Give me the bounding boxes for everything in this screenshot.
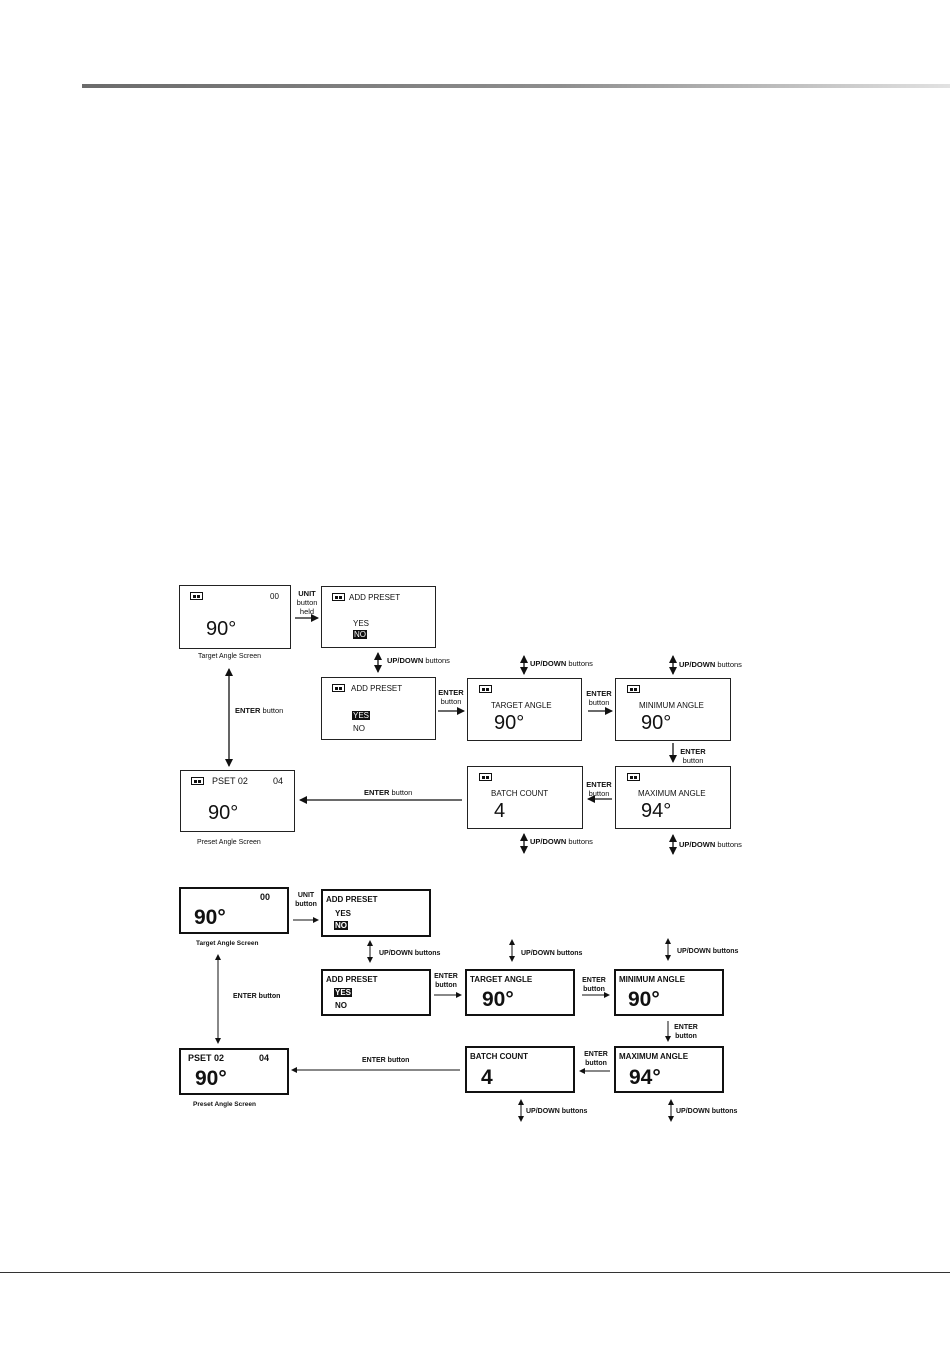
minimum-angle-title: MINIMUM ANGLE <box>619 975 685 984</box>
count-value: 00 <box>260 892 271 902</box>
updown-label-3: UP/DOWN buttons <box>679 660 742 669</box>
battery-icon <box>191 777 204 785</box>
updown-label-1: UP/DOWN buttons <box>387 656 450 665</box>
target-angle-screen: 00 90° <box>179 585 291 649</box>
batch-count-value: 4 <box>481 1066 493 1089</box>
maximum-angle-value: 94° <box>641 800 672 822</box>
count-value: 00 <box>270 592 279 601</box>
preset-count: 04 <box>273 776 284 786</box>
batch-count-title: BATCH COUNT <box>491 789 549 798</box>
add-preset-title: ADD PRESET <box>349 593 401 602</box>
batch-count-screen: BATCH COUNT 4 <box>467 766 583 829</box>
battery-icon <box>479 685 492 693</box>
preset-name: PSET 02 <box>212 776 248 786</box>
maximum-angle-screen: MAXIMUM ANGLE 94° <box>615 766 731 829</box>
enter-button-label-vertical: ENTER button <box>233 993 281 1000</box>
add-preset-screen-no: ADD PRESET YES NO <box>321 889 431 937</box>
battery-icon <box>332 684 345 692</box>
updown-label-3: UP/DOWN buttons <box>677 948 739 955</box>
batch-count-value: 4 <box>494 800 506 822</box>
maximum-angle-title: MAXIMUM ANGLE <box>619 1052 689 1061</box>
option-yes-selected: YES <box>334 988 353 997</box>
add-preset-title: ADD PRESET <box>351 684 403 693</box>
minimum-angle-screen: MINIMUM ANGLE 90° <box>615 678 731 741</box>
updown-label-2: UP/DOWN buttons <box>530 659 593 668</box>
minimum-angle-value: 90° <box>641 712 672 734</box>
option-no: NO <box>335 1001 347 1010</box>
angle-value: 90° <box>194 906 226 929</box>
unit-button-label: UNIT button <box>295 892 317 908</box>
option-no-selected: NO <box>334 921 348 930</box>
target-angle-value: 90° <box>482 988 514 1011</box>
option-yes-selected: YES <box>352 711 371 720</box>
maximum-angle-title: MAXIMUM ANGLE <box>638 789 706 798</box>
header-rule <box>82 84 950 88</box>
batch-count-title: BATCH COUNT <box>470 1052 529 1061</box>
add-preset-screen-no: ADD PRESET YES NO <box>321 586 436 648</box>
enter-button-label-horizontal: ENTER button <box>364 788 413 797</box>
minimum-angle-screen: MINIMUM ANGLE 90° <box>614 969 724 1016</box>
updown-label-1: UP/DOWN buttons <box>379 950 441 957</box>
add-preset-screen-yes: ADD PRESET YES NO <box>321 969 431 1016</box>
option-yes: YES <box>353 619 370 628</box>
batch-count-screen: BATCH COUNT 4 <box>465 1046 575 1093</box>
preset-count: 04 <box>259 1053 270 1063</box>
minimum-angle-title: MINIMUM ANGLE <box>639 701 704 710</box>
enter-button-label-horizontal: ENTER button <box>362 1057 410 1064</box>
target-angle-value: 90° <box>494 712 525 734</box>
option-yes: YES <box>335 909 352 918</box>
maximum-angle-value: 94° <box>629 1066 661 1089</box>
target-angle-screen: 00 90° <box>179 887 289 934</box>
minimum-angle-value: 90° <box>628 988 660 1011</box>
preset-angle-caption: Preset Angle Screen <box>197 839 261 846</box>
preset-angle-caption: Preset Angle Screen <box>193 1101 256 1108</box>
target-angle-setting-screen: TARGET ANGLE 90° <box>465 969 575 1016</box>
updown-label-5: UP/DOWN buttons <box>679 840 742 849</box>
target-angle-caption: Target Angle Screen <box>196 940 259 947</box>
updown-label-5: UP/DOWN buttons <box>676 1108 738 1115</box>
angle-value: 90° <box>206 618 237 640</box>
enter-button-label-vertical: ENTER button <box>235 706 284 715</box>
add-preset-screen-yes: ADD PRESET YES NO <box>321 677 436 740</box>
add-preset-title: ADD PRESET <box>326 975 378 984</box>
add-preset-title: ADD PRESET <box>326 895 378 904</box>
target-angle-title: TARGET ANGLE <box>470 975 533 984</box>
updown-label-4: UP/DOWN buttons <box>530 837 593 846</box>
battery-icon <box>332 593 345 601</box>
maximum-angle-screen: MAXIMUM ANGLE 94° <box>614 1046 724 1093</box>
target-angle-setting-screen: TARGET ANGLE 90° <box>467 678 582 741</box>
preset-angle-value: 90° <box>195 1067 227 1090</box>
target-angle-caption: Target Angle Screen <box>198 653 262 660</box>
battery-icon <box>627 773 640 781</box>
preset-angle-value: 90° <box>208 802 239 824</box>
target-angle-title: TARGET ANGLE <box>491 701 552 710</box>
option-no-selected: NO <box>353 630 367 639</box>
option-no: NO <box>353 724 365 733</box>
preset-angle-screen: PSET 02 04 90° <box>180 770 295 832</box>
battery-icon <box>190 592 203 600</box>
updown-label-4: UP/DOWN buttons <box>526 1108 588 1115</box>
updown-label-2: UP/DOWN buttons <box>521 950 583 957</box>
preset-angle-screen: PSET 02 04 90° <box>179 1048 289 1095</box>
preset-name: PSET 02 <box>188 1053 225 1063</box>
footer-rule <box>0 1272 950 1273</box>
battery-icon <box>479 773 492 781</box>
battery-icon <box>627 685 640 693</box>
unit-button-held-label: UNIT button held <box>296 589 318 616</box>
